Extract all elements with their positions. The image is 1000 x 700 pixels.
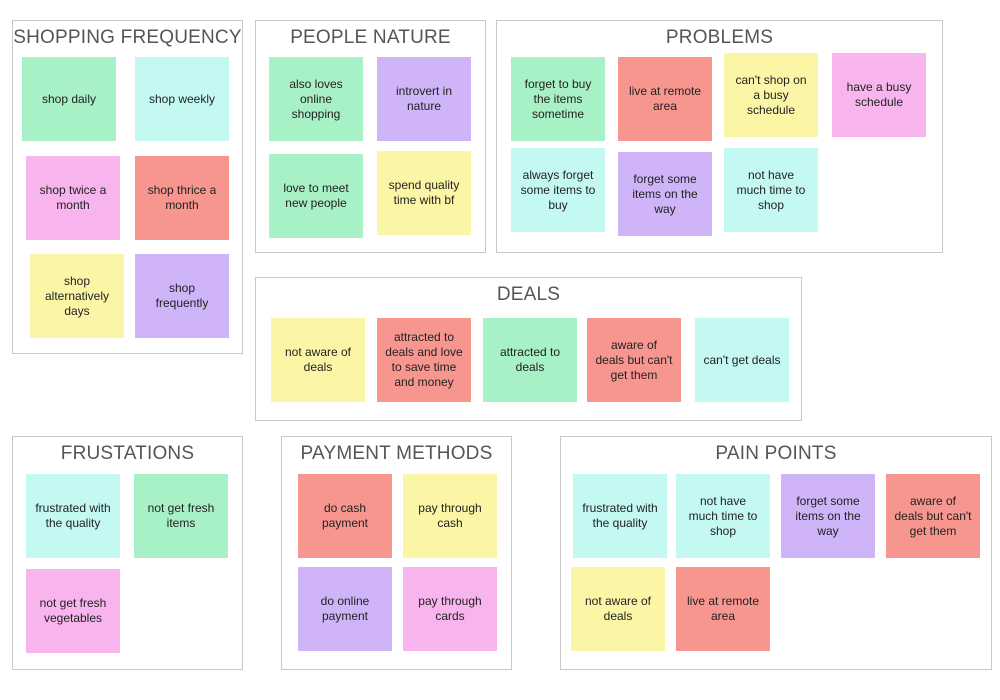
group-people-nature: PEOPLE NATURE also loves online shopping… <box>255 20 486 253</box>
sticky-note[interactable]: live at remote area <box>676 567 770 651</box>
sticky-note[interactable]: forget some items on the way <box>618 152 712 236</box>
group-payment-methods: PAYMENT METHODS do cash payment pay thro… <box>281 436 512 670</box>
sticky-note[interactable]: frustrated with the quality <box>573 474 667 558</box>
sticky-note[interactable]: do online payment <box>298 567 392 651</box>
sticky-note[interactable]: do cash payment <box>298 474 392 558</box>
sticky-note[interactable]: pay through cards <box>403 567 497 651</box>
sticky-note[interactable]: shop alternatively days <box>30 254 124 338</box>
sticky-note[interactable]: love to meet new people <box>269 154 363 238</box>
sticky-note[interactable]: forget to buy the items sometime <box>511 57 605 141</box>
sticky-note[interactable]: not aware of deals <box>571 567 665 651</box>
sticky-note[interactable]: aware of deals but can't get them <box>886 474 980 558</box>
group-title: SHOPPING FREQUENCY <box>13 27 242 48</box>
sticky-note[interactable]: always forget some items to buy <box>511 148 605 232</box>
sticky-note[interactable]: shop weekly <box>135 57 229 141</box>
group-title: PAYMENT METHODS <box>300 443 493 464</box>
sticky-note[interactable]: shop twice a month <box>26 156 120 240</box>
sticky-note[interactable]: not have much time to shop <box>676 474 770 558</box>
group-pain-points: PAIN POINTS frustrated with the quality … <box>560 436 992 670</box>
group-title: PAIN POINTS <box>715 443 837 464</box>
sticky-note[interactable]: introvert in nature <box>377 57 471 141</box>
sticky-note[interactable]: attracted to deals and love to save time… <box>377 318 471 402</box>
sticky-note[interactable]: not have much time to shop <box>724 148 818 232</box>
sticky-note[interactable]: shop frequently <box>135 254 229 338</box>
sticky-note[interactable]: pay through cash <box>403 474 497 558</box>
sticky-note[interactable]: attracted to deals <box>483 318 577 402</box>
sticky-note[interactable]: shop thrice a month <box>135 156 229 240</box>
group-deals: DEALS not aware of deals attracted to de… <box>255 277 802 421</box>
sticky-note[interactable]: frustrated with the quality <box>26 474 120 558</box>
sticky-note[interactable]: also loves online shopping <box>269 57 363 141</box>
sticky-note[interactable]: forget some items on the way <box>781 474 875 558</box>
sticky-note[interactable]: not get fresh items <box>134 474 228 558</box>
group-title: PROBLEMS <box>665 27 774 48</box>
sticky-note[interactable]: not get fresh vegetables <box>26 569 120 653</box>
sticky-note[interactable]: have a busy schedule <box>832 53 926 137</box>
sticky-note[interactable]: live at remote area <box>618 57 712 141</box>
sticky-note[interactable]: can't shop on a busy schedule <box>724 53 818 137</box>
group-problems: PROBLEMS forget to buy the items sometim… <box>496 20 943 253</box>
sticky-note[interactable]: not aware of deals <box>271 318 365 402</box>
group-title: DEALS <box>496 284 561 305</box>
group-shopping-frequency: SHOPPING FREQUENCY shop daily shop weekl… <box>12 20 243 354</box>
sticky-note[interactable]: spend quality time with bf <box>377 151 471 235</box>
group-title: PEOPLE NATURE <box>290 27 451 48</box>
sticky-note[interactable]: aware of deals but can't get them <box>587 318 681 402</box>
group-title: FRUSTATIONS <box>60 443 195 464</box>
group-frustations: FRUSTATIONS frustrated with the quality … <box>12 436 243 670</box>
sticky-note[interactable]: shop daily <box>22 57 116 141</box>
sticky-note[interactable]: can't get deals <box>695 318 789 402</box>
